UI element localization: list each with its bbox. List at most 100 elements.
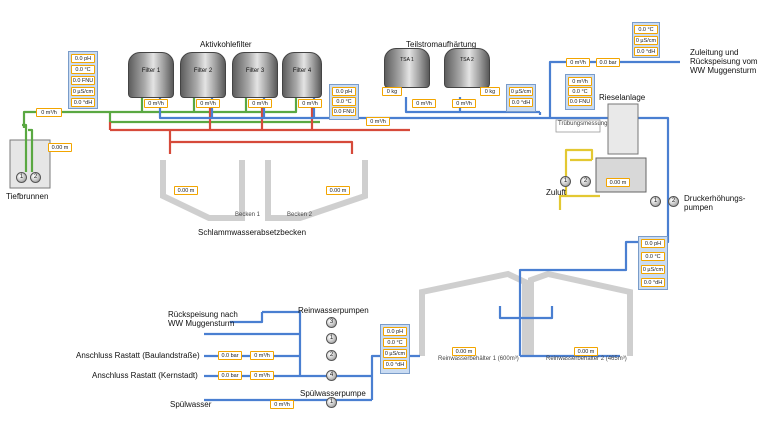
rinse-pump-title: Spülwasserpumpe: [300, 389, 366, 398]
reservoir-2-level-value: 0.00 m: [574, 347, 598, 356]
tower-level-value: 0.00 m: [606, 178, 630, 187]
partial-hardening-title: Teilstromaufhärtung: [406, 40, 477, 49]
well-pump-1[interactable]: 1: [16, 172, 27, 183]
basin-1-outline: [160, 160, 245, 221]
clean-water-pump-4[interactable]: 4: [326, 370, 337, 381]
clean-water-pumps-title: Reinwasserpumpen: [298, 306, 369, 315]
activated-carbon-filter-title: Aktivkohlefilter: [200, 40, 252, 49]
tsa-2-kg-value: 0 kg: [480, 87, 500, 96]
tsa-2-label: TSA 2: [460, 57, 474, 64]
filter-tank-3[interactable]: Filter 3: [232, 52, 278, 98]
clean-water-pump-2[interactable]: 2: [326, 350, 337, 361]
basin-1-level-value: 0.00 m: [174, 186, 198, 195]
filter-1-flow-value: 0 m³/h: [144, 99, 168, 108]
pipe-raw-water: [22, 97, 320, 172]
supply-flow-value: 0 m³/h: [566, 58, 590, 67]
outlet-ph-value: 0.0 pH: [641, 239, 665, 248]
filtrate-ph-value: 0.0 pH: [332, 87, 356, 96]
filtrate-turbidity-value: 0.0 FNU: [332, 107, 356, 116]
supply-air-label: Zuluft: [546, 188, 567, 197]
supply-temp-value: 0.0 °C: [634, 25, 658, 34]
filter-4-flow-value: 0 m³/h: [298, 99, 322, 108]
deep-well: [9, 139, 51, 189]
raw-temp-value: 0.0 °C: [71, 65, 95, 74]
baulandstrasse-pressure-value: 0.0 bar: [218, 351, 242, 360]
clean-water-pump-1[interactable]: 1: [326, 333, 337, 344]
booster-pumps-label: Druckerhöhungs- pumpen: [684, 194, 746, 213]
clean-water-pump-3[interactable]: 3: [326, 317, 337, 328]
filtrate-flow-value: 0 m³/h: [366, 117, 390, 126]
filter-1-label: Filter 1: [141, 67, 161, 74]
return-feed-label: Rückspeisung nach WW Muggensturm: [168, 310, 238, 329]
tower-turbidity-value: 0.0 FNU: [568, 97, 592, 106]
supply-hardness-value: 0.0 °dH: [634, 47, 658, 56]
tower-body: [607, 103, 639, 155]
baulandstrasse-flow-value: 0 m³/h: [250, 351, 274, 360]
pipe-backwash: [108, 100, 410, 154]
trickling-plant-label: Rieselanlage: [599, 93, 646, 102]
clean-hardness-value: 0.0 °dH: [383, 360, 407, 369]
deep-well-label: Tiefbrunnen: [6, 192, 49, 201]
reservoir-1-level-value: 0.00 m: [452, 347, 476, 356]
raw-turbidity-value: 0.0 FNU: [71, 76, 95, 85]
tsa-1-kg-value: 0 kg: [382, 87, 402, 96]
tsa-1-flow-value: 0 m³/h: [412, 99, 436, 108]
supply-conductivity-value: 0 µS/cm: [634, 36, 658, 45]
filter-3-label: Filter 3: [245, 67, 265, 74]
air-pump-2[interactable]: 2: [580, 176, 591, 187]
filter-2-flow-value: 0 m³/h: [196, 99, 220, 108]
filter-2-label: Filter 2: [193, 67, 213, 74]
basin-1-label: Becken 1: [235, 212, 261, 218]
reservoir-2-outline: [528, 270, 633, 356]
tsa-2-flow-value: 0 m³/h: [452, 99, 476, 108]
basin-2-level-value: 0.00 m: [326, 186, 350, 195]
rinse-pump-1[interactable]: 1: [326, 397, 337, 408]
outlet-temp-value: 0.0 °C: [641, 252, 665, 261]
filter-tank-4[interactable]: Filter 4: [282, 52, 322, 98]
well-level-value: 0.00 m: [48, 143, 72, 152]
booster-pump-2[interactable]: 2: [668, 196, 679, 207]
sediment-basin-title: Schlammwasserabsetzbecken: [198, 228, 307, 237]
raw-hardness-value: 0.0 °dH: [71, 98, 95, 107]
kernstadt-pressure-value: 0.0 bar: [218, 371, 242, 380]
connection-kernstadt-label: Anschluss Rastatt (Kernstadt): [92, 371, 198, 380]
air-pump-1[interactable]: 1: [560, 176, 571, 187]
basin-2-outline: [265, 160, 368, 221]
filter-tank-1[interactable]: Filter 1: [128, 52, 174, 98]
connection-baulandstrasse-label: Anschluss Rastatt (Baulandstraße): [76, 351, 200, 360]
clean-conductivity-value: 0 µS/cm: [383, 349, 407, 358]
well-pump-2[interactable]: 2: [30, 172, 41, 183]
turbidity-label: Trübungsmessung: [558, 121, 608, 127]
filter-tank-2[interactable]: Filter 2: [180, 52, 226, 98]
filter-4-label: Filter 4: [292, 67, 312, 74]
reservoir-1-outline: [419, 270, 528, 356]
tsa-1-label: TSA 1: [400, 57, 414, 64]
filter-3-flow-value: 0 m³/h: [248, 99, 272, 108]
filtrate-temp-value: 0.0 °C: [332, 97, 356, 106]
hardening-hardness-value: 0.0 °dH: [509, 98, 533, 107]
pipe-air: [558, 148, 600, 210]
well-flow-value: 0 m³/h: [36, 108, 62, 117]
raw-ph-value: 0.0 pH: [71, 54, 95, 63]
rinse-flow-value: 0 m³/h: [270, 400, 294, 409]
outlet-hardness-value: 0.0 °dH: [641, 278, 665, 287]
hardening-conductivity-value: 0 µS/cm: [509, 87, 533, 96]
raw-conductivity-value: 0 µS/cm: [71, 87, 95, 96]
clean-ph-value: 0.0 pH: [383, 327, 407, 336]
rinse-water-label: Spülwasser: [170, 400, 212, 409]
supply-pressure-value: 0.0 bar: [596, 58, 620, 67]
tsa-tank-2[interactable]: TSA 2: [444, 48, 490, 88]
outlet-conductivity-value: 0 µS/cm: [641, 265, 665, 274]
turbidity-meter: [555, 119, 601, 133]
basin-2-label: Becken 2: [287, 212, 313, 218]
tower-temp-value: 0.0 °C: [568, 87, 592, 96]
clean-temp-value: 0.0 °C: [383, 338, 407, 347]
kernstadt-flow-value: 0 m³/h: [250, 371, 274, 380]
booster-pump-1[interactable]: 1: [650, 196, 661, 207]
tsa-tank-1[interactable]: TSA 1: [384, 48, 430, 88]
supply-return-label: Zuleitung und Rückspeisung vom WW Muggen…: [690, 48, 758, 76]
tower-flow-value: 0 m³/h: [568, 77, 592, 86]
reservoir-2-label: Reinwasserbehälter 2 (465m³): [546, 356, 627, 362]
structures: [160, 160, 633, 356]
reservoir-1-label: Reinwasserbehälter 1 (600m³): [438, 356, 519, 362]
